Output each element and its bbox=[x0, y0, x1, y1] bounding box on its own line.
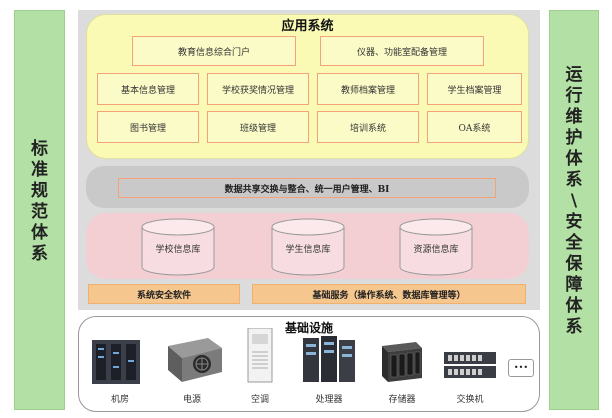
app-box: 仪器、功能室配备管理 bbox=[320, 36, 484, 66]
device-label: 交换机 bbox=[445, 392, 495, 405]
database-cylinder: 资源信息库 bbox=[398, 218, 474, 268]
infrastructure-title: 基础设施 bbox=[79, 319, 539, 336]
app-box: 图书管理 bbox=[97, 111, 199, 143]
database-cylinder: 学校信息库 bbox=[140, 218, 216, 268]
device-label: 机房 bbox=[95, 392, 145, 405]
data-sharing-box: 数据共享交换与整合、统一用户管理、BI bbox=[118, 178, 496, 198]
app-box: 培训系统 bbox=[317, 111, 419, 143]
device-label: 空调 bbox=[235, 392, 285, 405]
standards-system-label: 标 准 规 范 体 系 bbox=[15, 139, 64, 265]
app-box: 班级管理 bbox=[207, 111, 309, 143]
app-box: 教师档案管理 bbox=[317, 73, 419, 105]
processor-icon bbox=[303, 336, 355, 388]
switch-icon bbox=[444, 350, 496, 384]
server-room-icon bbox=[92, 340, 140, 388]
app-box: OA系统 bbox=[427, 111, 522, 143]
app-box: 学校获奖情况管理 bbox=[207, 73, 309, 105]
device-label: 存储器 bbox=[377, 392, 427, 405]
more-devices-indicator: ••• bbox=[508, 359, 534, 377]
base-services: 基础服务（操作系统、数据库管理等） bbox=[252, 284, 526, 304]
app-box: 教育信息综合门户 bbox=[132, 36, 296, 66]
storage-icon bbox=[378, 340, 424, 388]
system-security-software: 系统安全软件 bbox=[88, 284, 240, 304]
device-label: 处理器 bbox=[304, 392, 354, 405]
database-label: 资源信息库 bbox=[398, 242, 474, 255]
operations-security-panel: 运 行 维 护 体 系 \ 安 全 保 障 体 系 bbox=[549, 10, 599, 410]
database-cylinder: 学生信息库 bbox=[270, 218, 346, 268]
device-label: 电源 bbox=[167, 392, 217, 405]
power-supply-icon bbox=[162, 334, 226, 388]
database-label: 学校信息库 bbox=[140, 242, 216, 255]
app-box: 学生档案管理 bbox=[427, 73, 522, 105]
standards-system-panel: 标 准 规 范 体 系 bbox=[14, 10, 65, 410]
database-label: 学生信息库 bbox=[270, 242, 346, 255]
air-conditioner-icon bbox=[246, 328, 274, 388]
operations-security-label: 运 行 维 护 体 系 \ 安 全 保 障 体 系 bbox=[550, 65, 598, 338]
app-box: 基本信息管理 bbox=[97, 73, 199, 105]
application-layer-title: 应用系统 bbox=[87, 15, 528, 34]
